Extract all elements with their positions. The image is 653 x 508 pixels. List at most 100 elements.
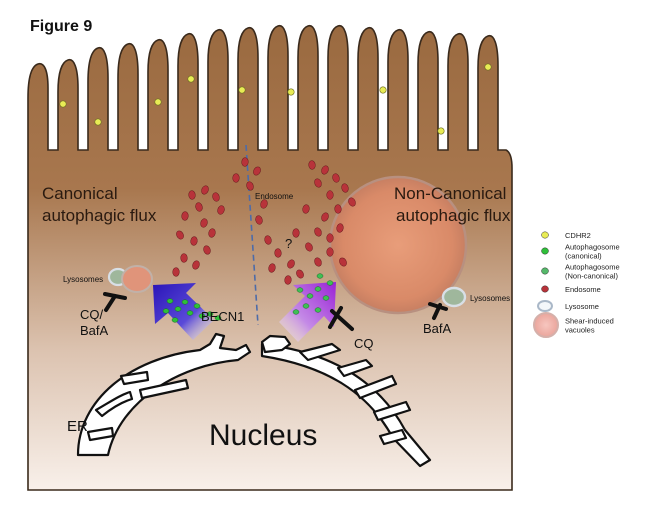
endosome-cluster bbox=[172, 157, 356, 285]
endosome-dot bbox=[203, 245, 211, 255]
noncanonical-autophagosomes bbox=[292, 273, 334, 315]
autophagosome-dot bbox=[166, 298, 174, 304]
legend-label: Lysosome bbox=[565, 302, 599, 311]
cq-bafa-label-line2: BafA bbox=[80, 323, 109, 338]
endoplasmic-reticulum bbox=[76, 332, 432, 468]
endosome-dot bbox=[172, 267, 180, 277]
endosome-dot bbox=[314, 178, 322, 188]
autophagosome-dot bbox=[314, 307, 322, 313]
autophagosome-dot bbox=[292, 309, 300, 315]
inhibitor-symbol-cq bbox=[328, 306, 354, 331]
endosome-dot bbox=[339, 257, 347, 267]
endosome-dot bbox=[201, 185, 209, 195]
endosome-dot bbox=[190, 236, 198, 246]
cdhr2-dot bbox=[154, 98, 162, 106]
endosome-dot bbox=[192, 260, 200, 270]
endosome-dot bbox=[314, 257, 322, 267]
legend-label: Autophagosome bbox=[565, 263, 620, 272]
endosome-dot bbox=[292, 228, 300, 238]
endosome-dot bbox=[255, 215, 263, 225]
endosome-dot bbox=[274, 248, 282, 258]
endosome-dot bbox=[302, 204, 310, 214]
endosome-dot bbox=[232, 173, 240, 183]
endosome-dot bbox=[180, 253, 188, 263]
endosome-dot bbox=[334, 204, 342, 214]
cdhr2-dot bbox=[59, 100, 67, 108]
noncanonical-flux-arrow bbox=[279, 282, 336, 342]
canonical-autophagosomes bbox=[162, 298, 222, 323]
endosome-dot bbox=[284, 275, 292, 285]
becn1-label: BECN1 bbox=[201, 309, 244, 324]
autophagosome-dot bbox=[302, 303, 310, 309]
endosome-dot bbox=[314, 227, 322, 237]
endosome-dot bbox=[326, 247, 334, 257]
legend-label: Shear-induced bbox=[565, 317, 614, 326]
legend-label: Endosome bbox=[565, 285, 601, 294]
autophagosome-dot bbox=[198, 313, 206, 319]
legend-label: (canonical) bbox=[565, 252, 602, 261]
autophagosome-dot bbox=[322, 295, 330, 301]
lysosome-right bbox=[441, 286, 467, 308]
autophagosome-dot bbox=[326, 280, 334, 286]
lysosomes-left-label: Lysosomes bbox=[63, 275, 103, 284]
legend-marker bbox=[541, 247, 549, 255]
nucleus-label: Nucleus bbox=[209, 419, 317, 452]
endosome-dot bbox=[208, 228, 216, 238]
endosome-label: Endosome bbox=[255, 192, 294, 201]
legend-label: (Non-canonical) bbox=[565, 272, 618, 281]
autophagosome-dot bbox=[174, 306, 182, 312]
legend-label: vacuoles bbox=[565, 326, 595, 335]
noncanonical-label-line1: Non-Canonical bbox=[394, 184, 506, 203]
endosome-dot bbox=[332, 173, 340, 183]
autophagosome-dot bbox=[186, 310, 194, 316]
endosome-dot bbox=[268, 263, 276, 273]
cdhr2-dot bbox=[238, 86, 246, 94]
noncanonical-label-line2: autophagic flux bbox=[396, 206, 511, 225]
autophagosome-dot bbox=[171, 317, 179, 323]
legend: CDHR2Autophagosome(canonical)Autophagoso… bbox=[533, 231, 620, 338]
legend-marker bbox=[541, 285, 549, 293]
endosome-dot bbox=[326, 233, 334, 243]
endosome-dot bbox=[188, 190, 196, 200]
legend-marker bbox=[541, 231, 549, 239]
er-label: ER bbox=[67, 418, 88, 435]
legend-marker bbox=[541, 267, 549, 275]
legend-label: Autophagosome bbox=[565, 243, 620, 252]
autophagosome-dot bbox=[316, 273, 324, 279]
endosome-dot bbox=[181, 211, 189, 221]
cdhr2-dots bbox=[59, 63, 492, 135]
endosome-dot bbox=[321, 212, 329, 222]
lysosomes-right-label: Lysosomes bbox=[470, 294, 510, 303]
endosome-dot bbox=[308, 160, 316, 170]
figure-title: Figure 9 bbox=[30, 18, 92, 35]
autophagosome-dot bbox=[206, 311, 214, 317]
cdhr2-dot bbox=[379, 86, 387, 94]
endosome-dot bbox=[321, 165, 329, 175]
endosome-dot bbox=[348, 197, 356, 207]
endosome-dot bbox=[287, 259, 295, 269]
endosome-dot bbox=[326, 190, 334, 200]
canonical-flux-arrow bbox=[153, 283, 214, 340]
legend-marker bbox=[533, 312, 559, 338]
endosome-dot bbox=[305, 242, 313, 252]
canonical-label-line1: Canonical bbox=[42, 184, 118, 203]
endosome-dot bbox=[176, 230, 184, 240]
endosome-dot bbox=[195, 202, 203, 212]
autophagosome-dot bbox=[306, 293, 314, 299]
endosome-dot bbox=[212, 192, 220, 202]
cdhr2-dot bbox=[94, 118, 102, 126]
autophagosome-dot bbox=[296, 287, 304, 293]
autophagosome-dot bbox=[314, 286, 322, 292]
endosome-dot bbox=[246, 181, 254, 191]
canonical-label-line2: autophagic flux bbox=[42, 206, 157, 225]
dashed-trafficking-line bbox=[245, 144, 259, 326]
vacuole-small-left bbox=[121, 265, 153, 293]
cdhr2-dot bbox=[287, 88, 295, 96]
cq-label: CQ bbox=[354, 336, 374, 351]
question-label: ? bbox=[285, 236, 292, 251]
cdhr2-dot bbox=[437, 127, 445, 135]
legend-label: CDHR2 bbox=[565, 231, 591, 240]
cdhr2-dot bbox=[187, 75, 195, 83]
endosome-dot bbox=[341, 183, 349, 193]
bafa-label: BafA bbox=[423, 321, 452, 336]
